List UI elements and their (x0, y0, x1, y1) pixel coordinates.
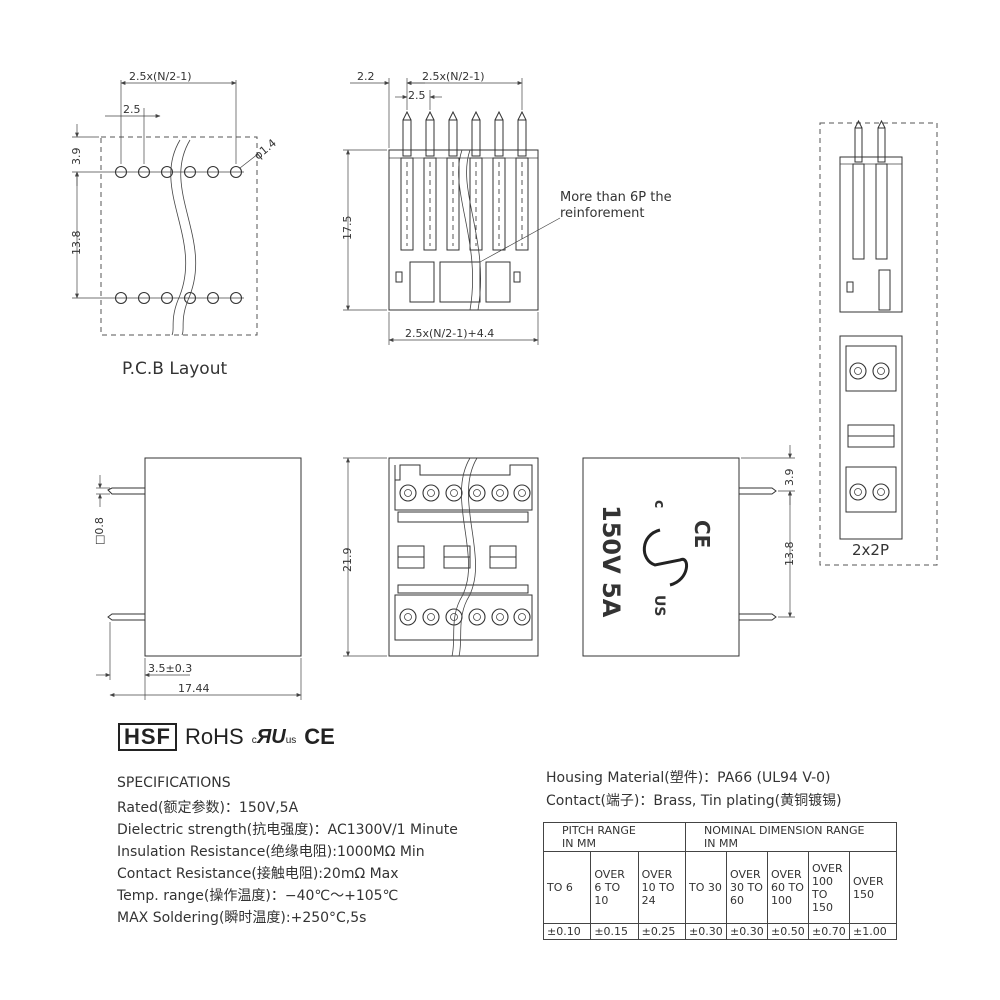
marking-view-pin (739, 487, 777, 495)
front-view: 21.9 (341, 457, 539, 657)
tolerance-cell: ±0.10 (542, 923, 592, 940)
nominal-range-header: NOMINAL DIMENSION RANGE IN MM (685, 822, 897, 852)
ul-logo-icon (642, 528, 689, 587)
top-dim-pitch: 2.5 (408, 89, 426, 102)
pcb-outline (100, 136, 258, 336)
range-cell: OVER 10 TO 24 (637, 851, 687, 924)
certification-logos: HSF RoHS cЯUus CE (118, 722, 335, 752)
pcb-layout-view: 2.5x(N/2-1) 2.5 3.9 13.8 φ1.4 P.C.B Layo… (70, 70, 279, 379)
tolerance-cell: ±0.70 (808, 923, 850, 940)
rating-mark: 150V 5A (597, 505, 625, 618)
spec-line: Temp. range(操作温度)：−40℃～+105℃ (117, 888, 399, 904)
pcb-dim-top: 2.5x(N/2-1) (129, 70, 192, 83)
variant-label: 2x2P (852, 541, 889, 559)
side-dim-width: 17.44 (178, 682, 210, 695)
front-view-bottom-terminals (394, 584, 533, 641)
side-dim-pin-len: 3.5±0.3 (148, 662, 192, 675)
variant-outline (819, 122, 938, 566)
break-line (458, 149, 474, 311)
front-view-top-terminals (394, 464, 533, 523)
pcb-dim-hole: φ1.4 (252, 136, 279, 162)
marking-view: 150V 5A c US CE 3.9 13.8 (582, 445, 796, 657)
break-line (180, 139, 197, 336)
range-cell: OVER 100 TO 150 (808, 851, 850, 924)
ul-us-mark: US (651, 595, 667, 616)
pcb-dim-row-spacing: 13.8 (70, 231, 83, 256)
range-cell: OVER 30 TO 60 (726, 851, 768, 924)
pcb-dim-pitch: 2.5 (123, 103, 141, 116)
break-line (466, 149, 482, 311)
marking-dim-top: 3.9 (783, 469, 796, 487)
break-line (170, 139, 187, 336)
break-line (451, 457, 471, 657)
front-dim-height: 21.9 (341, 548, 354, 573)
top-view-pins (400, 110, 529, 251)
tolerance-cell: ±1.00 (849, 923, 897, 940)
range-cell: OVER 150 (849, 851, 897, 924)
top-view: 2.2 2.5x(N/2-1) 2.5 17.5 2.5x(N/2-1)+4.4… (341, 70, 672, 345)
ce-logo: CE (304, 724, 335, 749)
marking-dim-spacing: 13.8 (783, 542, 796, 567)
ul-c-mark: c (651, 500, 667, 508)
reinforcement-block (485, 261, 511, 303)
top-dim-height: 17.5 (341, 216, 354, 241)
top-view-housing (388, 149, 539, 311)
spec-line: MAX Soldering(瞬时温度):+250°C,5s (117, 910, 367, 926)
side-view-pin (107, 613, 146, 621)
range-cell: TO 30 (685, 851, 727, 924)
reinforcement-note-line1: More than 6P the (560, 190, 672, 205)
pcb-hole-crosshairs (113, 171, 244, 299)
ul-logo: cЯUus (252, 726, 297, 749)
ul-mark-text: ЯU (256, 725, 286, 748)
spec-line: Rated(额定参数)：150V,5A (117, 800, 299, 816)
rohs-logo: RoHS (185, 724, 244, 749)
top-dim-left: 2.2 (357, 70, 375, 83)
range-cell: OVER 6 TO 10 (590, 851, 639, 924)
reinforcement-note-line2: reinforement (560, 206, 645, 221)
break-line (458, 457, 478, 657)
housing-material: Housing Material(塑件)：PA66 (UL94 V-0) (546, 770, 831, 786)
ce-mark: CE (690, 520, 714, 548)
pitch-range-header: PITCH RANGE IN MM (543, 822, 686, 852)
marking-view-pin (739, 613, 777, 621)
range-cell: TO 6 (542, 851, 592, 924)
pcb-layout-title: P.C.B Layout (122, 359, 227, 379)
tolerance-cell: ±0.50 (767, 923, 809, 940)
reinforcement-block (409, 261, 435, 303)
ul-us-text: us (285, 734, 297, 746)
front-view-latches (397, 545, 517, 569)
ul-c-text: c (251, 734, 257, 746)
tolerance-cell: ±0.15 (590, 923, 639, 940)
reinforcement-block (439, 261, 481, 303)
tolerance-cell: ±0.25 (637, 923, 687, 940)
spec-line: Insulation Resistance(绝缘电阻):1000MΩ Min (117, 844, 425, 860)
variant-2x2p-view: 2x2P (819, 119, 938, 566)
tolerance-cell: ±0.30 (726, 923, 768, 940)
specifications-heading: SPECIFICATIONS (117, 775, 231, 791)
contact-material: Contact(端子)：Brass, Tin plating(黄铜镀锡) (546, 793, 842, 809)
top-dim-top: 2.5x(N/2-1) (422, 70, 485, 83)
tolerance-table: PITCH RANGE IN MM NOMINAL DIMENSION RANG… (542, 822, 897, 940)
spec-line: Contact Resistance(接触电阻):20mΩ Max (117, 866, 399, 882)
hsf-logo: HSF (118, 723, 177, 751)
spec-line: Dielectric strength(抗电强度)：AC1300V/1 Minu… (117, 822, 458, 838)
pcb-dim-row-offset: 3.9 (70, 148, 83, 166)
marking-view-housing (582, 457, 740, 657)
side-view-housing (144, 457, 302, 657)
top-dim-bottom: 2.5x(N/2-1)+4.4 (405, 327, 494, 340)
tolerance-cell: ±0.30 (685, 923, 727, 940)
side-view: □0.8 3.5±0.3 17.44 (93, 457, 302, 700)
range-cell: OVER 60 TO 100 (767, 851, 809, 924)
side-dim-pin: □0.8 (93, 517, 106, 545)
side-view-pin (107, 487, 146, 495)
